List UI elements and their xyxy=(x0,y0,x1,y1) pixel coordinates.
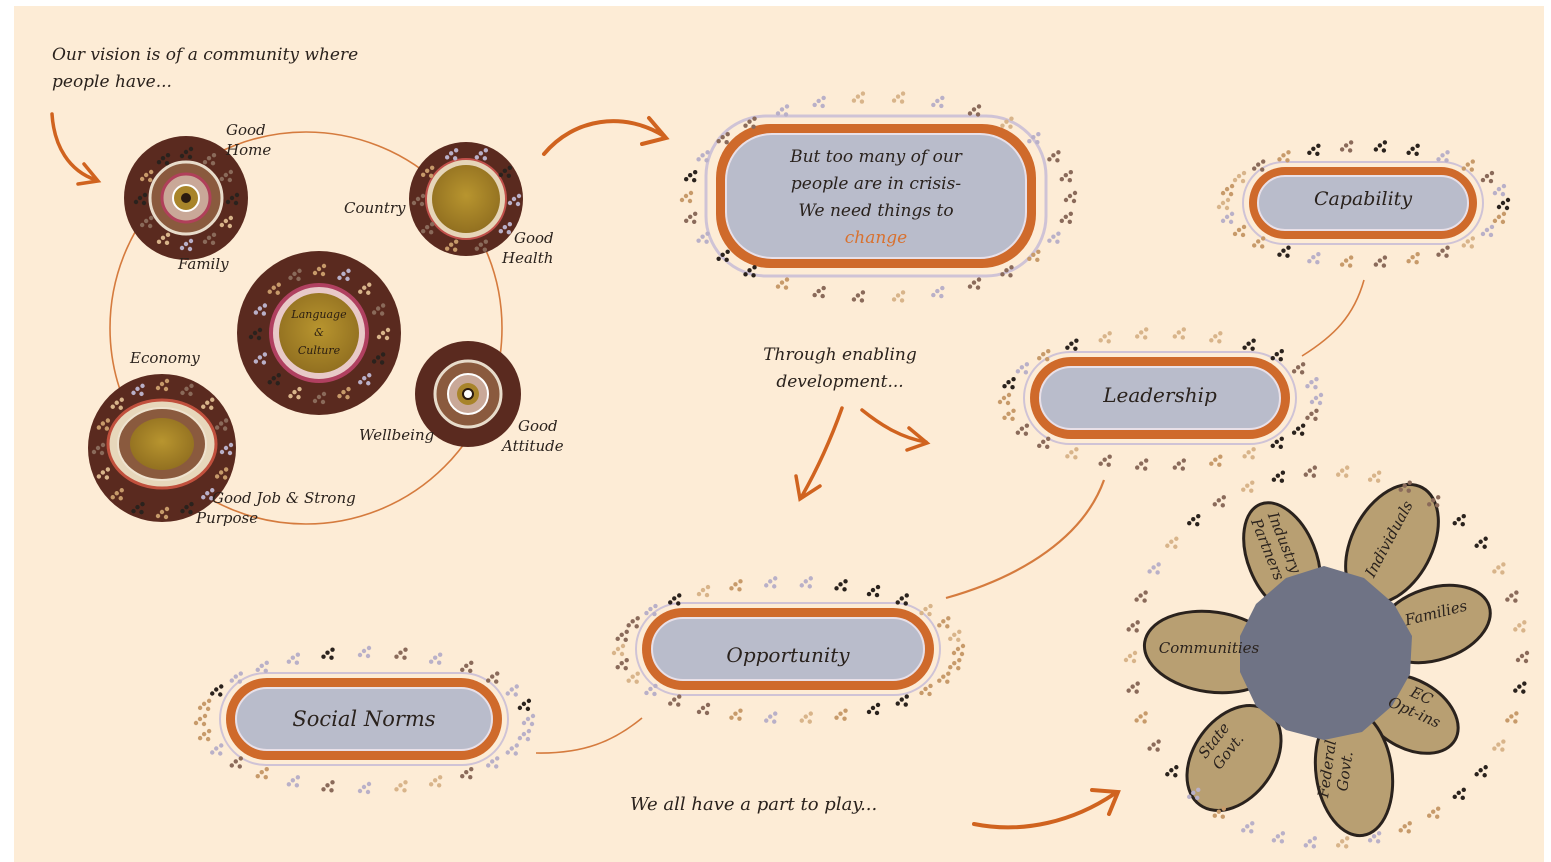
good-attitude-line-2: Attitude xyxy=(502,436,564,456)
family-label: Family xyxy=(178,254,229,274)
good-job-label: Good Job & Strong Purpose xyxy=(196,488,356,528)
crisis-line-2: people are in crisis- xyxy=(726,171,1026,198)
good-health-label: Good Health xyxy=(502,228,554,268)
intro-arrow xyxy=(52,114,98,184)
opportunity-to-leadership-line xyxy=(946,480,1104,598)
enabling-right-arrow xyxy=(862,410,927,450)
enabling-down-arrow xyxy=(796,408,842,499)
enabling-line-1: Through enabling xyxy=(740,342,940,369)
intro-line-1: Our vision is of a community where xyxy=(52,42,358,69)
norms-to-opportunity-line xyxy=(536,718,642,753)
good-home-label: Good Home xyxy=(226,120,271,160)
language-culture-label: Language & Culture xyxy=(279,306,359,360)
ampersand-line: & xyxy=(279,324,359,342)
diagram-canvas: Our vision is of a community where peopl… xyxy=(14,6,1544,862)
crisis-change-word: change xyxy=(726,225,1026,252)
language-line: Language xyxy=(279,306,359,324)
capability-label: Capability xyxy=(1258,188,1468,210)
enabling-line-2: development... xyxy=(740,369,940,396)
opportunity-label: Opportunity xyxy=(652,643,924,667)
good-attitude-label: Good Attitude xyxy=(502,416,564,456)
part-to-play-text: We all have a part to play... xyxy=(630,794,877,815)
culture-line: Culture xyxy=(279,342,359,360)
good-job-line-2: Purpose xyxy=(196,508,356,528)
good-home-line-1: Good xyxy=(226,120,271,140)
to-stakeholders-arrow xyxy=(974,790,1118,827)
good-home-line-2: Home xyxy=(226,140,271,160)
social-norms-label: Social Norms xyxy=(236,707,492,731)
good-job-line-1: Good Job & Strong xyxy=(196,488,356,508)
crisis-line-3: We need things to xyxy=(726,198,1026,225)
good-health-line-1: Good xyxy=(502,228,554,248)
good-attitude-line-1: Good xyxy=(502,416,564,436)
vision-to-crisis-arrow xyxy=(544,118,666,154)
leadership-label: Leadership xyxy=(1040,383,1280,407)
good-health-line-2: Health xyxy=(502,248,554,268)
wellbeing-label: Wellbeing xyxy=(359,425,434,445)
intro-text: Our vision is of a community where peopl… xyxy=(52,42,358,96)
communities-label: Communities xyxy=(1144,639,1274,657)
leadership-to-capability-line xyxy=(1302,280,1364,356)
intro-line-2: people have... xyxy=(52,69,358,96)
economy-label: Economy xyxy=(130,348,200,368)
enabling-text: Through enabling development... xyxy=(740,342,940,396)
crisis-text: But too many of our people are in crisis… xyxy=(726,144,1026,252)
country-label: Country xyxy=(344,198,406,218)
crisis-line-1: But too many of our xyxy=(726,144,1026,171)
